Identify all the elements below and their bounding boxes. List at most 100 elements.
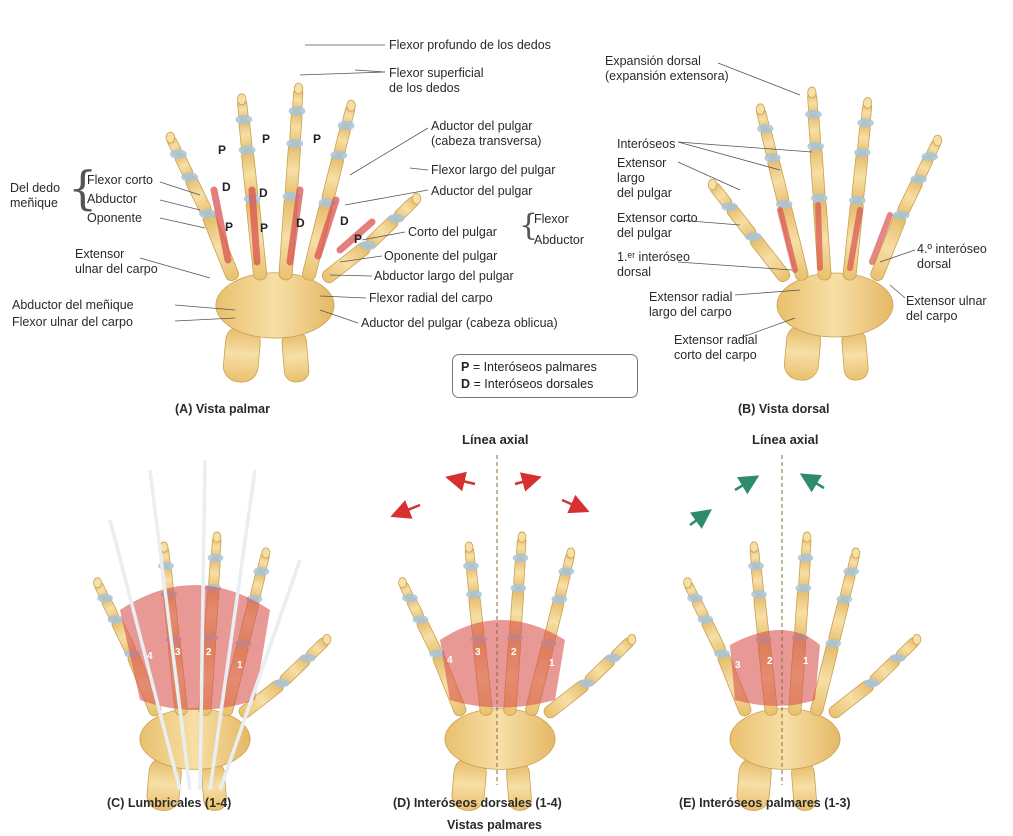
fingertip [756,104,764,115]
legend-d-key: D [461,377,470,391]
joint [811,194,828,203]
fingertip [863,98,871,109]
joint [864,679,880,688]
leader-line [160,218,205,228]
joint [513,554,529,563]
phalanx [767,156,790,205]
label-primer-interoseo: 1.ᵉʳ interóseo dorsal [617,250,690,280]
label-corto-abductor: Abductor [534,233,584,248]
fingertip [684,578,692,588]
fingertip [347,100,356,111]
joint [170,149,187,158]
joint [199,209,216,218]
joint [253,567,269,576]
label-corto-flexor: Flexor [534,212,569,227]
label-oponente-pulgar: Oponente del pulgar [384,249,497,264]
joint [579,679,595,688]
fingertip [465,542,473,552]
caption-c: (C) Lumbricales (1-4) [107,796,231,810]
phalanx [321,154,345,204]
joint [745,232,762,241]
joint [921,152,938,161]
hand-palmar-interossei [684,455,921,812]
phalanx [851,152,868,201]
marker-p-5: P [260,221,268,235]
fingertip [213,532,221,542]
joint [558,567,574,576]
joint [511,584,527,593]
joint [413,615,429,624]
joint [748,562,764,571]
label-expansion-dorsal: Expansión dorsal (expansión extensora) [605,54,729,84]
pd-legend: P = Interóseos palmares D = Interóseos d… [452,354,638,398]
abduction-arrow [562,500,585,510]
abduction-arrow [450,478,475,484]
palmar-interosseous-number: 2 [767,656,773,667]
label-flexor-radial: Flexor radial del carpo [369,291,493,306]
fingertip [94,578,102,588]
caption-bottom: Vistas palmares [447,818,542,832]
marker-p-2: P [262,132,270,146]
adduction-arrow [735,478,755,490]
axial-line-label-d: Línea axial [462,432,528,447]
label-flexor-superficial: Flexor superficial de los dedos [389,66,483,96]
phalanx [828,598,850,645]
joint [911,175,928,184]
label-extensor-radial-largo: Extensor radial largo del carpo [649,290,732,320]
fingertip [628,634,636,644]
lumbrical-number: 3 [175,647,181,658]
label-del-dedo-menique: Del dedo meñique [10,181,60,211]
dorsal-interosseous-number: 1 [549,658,555,669]
palmar-interosseous-number: 1 [803,656,809,667]
joint [208,554,224,563]
joint [721,202,738,211]
joint [890,654,906,663]
joint [286,139,303,148]
label-flexor-profundo: Flexor profundo de los dedos [389,38,551,53]
marker-d-2: D [259,186,268,200]
label-flexor-ulnar: Flexor ulnar del carpo [12,315,133,330]
fingertip [166,132,175,143]
joint [857,118,874,127]
joint [764,153,781,162]
leader-line [160,200,200,210]
fingertip [294,83,303,94]
abduction-arrow [395,505,420,515]
lumbrical-number: 2 [206,647,212,658]
caption-d: (D) Interóseos dorsales (1-4) [393,796,562,810]
label-interoseos: Interóseos [617,137,675,152]
joint [714,649,730,658]
label-aductor-transversa: Aductor del pulgar (cabeza transversa) [431,119,541,149]
label-flexor-largo-pulgar: Flexor largo del pulgar [431,163,555,178]
adduction-arrow [804,476,824,488]
dorsal-interosseous-muscle [818,205,820,268]
phalanx [794,588,809,638]
fingertip [933,135,941,146]
label-aductor-oblicua: Aductor del pulgar (cabeza oblicua) [361,316,558,331]
label-abductor-largo: Abductor largo del pulgar [374,269,514,284]
palmar-interosseous-muscles [730,630,820,706]
joint [849,196,866,205]
leader-line [410,168,428,170]
caption-e: (E) Interóseos palmares (1-3) [679,796,851,810]
dorsal-interosseous-number: 3 [475,647,481,658]
abduction-arrow [515,478,537,484]
joint [854,148,871,157]
carpal-bones [730,709,840,770]
joint [97,594,113,603]
label-abductor-menique: Abductor del meñique [12,298,134,313]
joint [805,110,822,119]
joint [388,214,405,223]
fingertip [412,193,421,204]
joint [807,142,824,151]
fingertip [852,548,860,558]
marker-p-6: P [354,232,362,246]
dorsal-interosseous-number: 4 [447,655,453,666]
label-extensor-ulnar-palmar: Extensor ulnar del carpo [75,247,158,277]
fingertip [803,532,811,542]
hand-lumbricals [94,460,331,812]
marker-d-4: D [340,214,349,228]
leader-line [890,285,905,298]
joint [751,590,767,599]
joint [463,562,479,571]
